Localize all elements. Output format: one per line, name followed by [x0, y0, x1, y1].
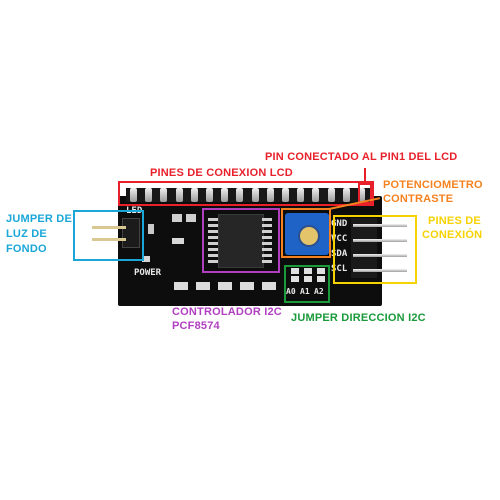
- header-pin: [221, 188, 229, 202]
- header-pin: [236, 188, 244, 202]
- power-silk-label: POWER: [134, 268, 162, 278]
- header-pin: [175, 188, 183, 202]
- lcd-pins-label: PINES DE CONEXION LCD: [150, 167, 293, 179]
- address-silk-label: A1: [300, 287, 310, 296]
- chip-leg: [262, 248, 272, 251]
- address-silk-labels: A0 A1 A2: [286, 287, 328, 299]
- address-silk-label: A0: [286, 287, 296, 296]
- potentiometer-knob: [298, 225, 320, 247]
- chip-leg: [208, 254, 218, 257]
- pin1-label: PIN CONECTADO AL PIN1 DEL LCD: [265, 151, 458, 163]
- chip-leg: [262, 230, 272, 233]
- header-pin: [145, 188, 153, 202]
- address-silk-label: A2: [314, 287, 324, 296]
- header-pin: [342, 188, 350, 202]
- potentiometer-label-line1: POTENCIOMETRO: [383, 179, 483, 191]
- smd-component: [148, 224, 154, 234]
- header-pin: [190, 188, 198, 202]
- connection-pins-label-line2: CONEXIÓN: [422, 229, 483, 241]
- header-pin: [160, 188, 168, 202]
- address-pad: [304, 268, 312, 274]
- chip-legs: [208, 216, 272, 264]
- connection-pins-highlight-box: [333, 215, 417, 284]
- header-pin: [312, 188, 320, 202]
- smd-component: [172, 214, 182, 222]
- address-pad: [291, 268, 299, 274]
- connection-pins-label: PINES DE CONEXIÓN: [422, 214, 482, 242]
- backlight-highlight-box: [73, 210, 144, 261]
- i2c-pin: [353, 224, 407, 227]
- solder-pad: [240, 282, 254, 290]
- backlight-label-line1: JUMPER DE: [6, 213, 72, 225]
- i2c-pins: GND VCC SDA SCL: [331, 218, 411, 282]
- chip-leg: [208, 248, 218, 251]
- i2c-pin: [353, 269, 407, 272]
- chip-leg: [262, 236, 272, 239]
- chip-leg: [208, 230, 218, 233]
- solder-pad: [174, 282, 188, 290]
- chip-leg: [262, 218, 272, 221]
- pin1-pointer-line: [364, 168, 366, 184]
- address-pad: [317, 276, 325, 282]
- chip-leg: [208, 260, 218, 263]
- header-pin: [130, 188, 137, 202]
- header-pin: [206, 188, 213, 202]
- jumper-pin: [92, 238, 126, 241]
- i2c-header: [351, 218, 377, 278]
- potentiometer-label: POTENCIOMETRO CONTRASTE: [383, 178, 483, 206]
- lcd-pin-header: [126, 188, 372, 202]
- smd-component: [186, 214, 196, 222]
- chip-leg: [262, 254, 272, 257]
- chip-leg: [262, 224, 272, 227]
- i2c-pin-label: SDA: [331, 249, 348, 259]
- pcf8574-chip: [218, 214, 264, 268]
- controller-label: CONTROLADOR I2C PCF8574: [172, 305, 282, 333]
- header-pin: [266, 188, 274, 202]
- pin1-highlight-box: [358, 183, 372, 204]
- connection-pins-label-line1: PINES DE: [428, 215, 481, 227]
- controller-label-line2: PCF8574: [172, 320, 220, 332]
- potentiometer-highlight-box: [281, 208, 331, 258]
- backlight-label-line3: FONDO: [6, 243, 47, 255]
- address-pads: [287, 268, 327, 284]
- backlight-label-line2: LUZ DE: [6, 228, 47, 240]
- header-pin: [327, 188, 335, 202]
- address-pad: [291, 276, 299, 282]
- controller-highlight-box: [202, 208, 280, 273]
- address-highlight-box: [284, 265, 330, 303]
- backlight-jumper: [122, 218, 140, 248]
- lcd-pins-highlight-box: [118, 181, 374, 206]
- backlight-label: JUMPER DE LUZ DE FONDO: [6, 212, 72, 257]
- address-pad: [317, 268, 325, 274]
- chip-leg: [208, 218, 218, 221]
- header-pin: [251, 188, 259, 202]
- chip-leg: [208, 224, 218, 227]
- smd-component: [172, 238, 184, 244]
- solder-pad: [262, 282, 276, 290]
- chip-leg: [208, 236, 218, 239]
- bottom-pads: [174, 282, 284, 294]
- chip-leg: [262, 260, 272, 263]
- header-pin: [297, 188, 305, 202]
- header-pin: [282, 188, 289, 202]
- header-pin: [358, 188, 365, 202]
- power-led: [142, 256, 150, 262]
- jumper-pin: [92, 226, 126, 229]
- address-pad: [304, 276, 312, 282]
- i2c-pin: [353, 239, 407, 242]
- i2c-pin-label: VCC: [331, 234, 348, 244]
- i2c-pin: [353, 254, 407, 257]
- solder-pad: [218, 282, 232, 290]
- address-jumper-label: JUMPER DIRECCION I2C: [291, 312, 426, 324]
- chip-leg: [262, 242, 272, 245]
- chip-leg: [208, 242, 218, 245]
- i2c-pin-label: SCL: [331, 264, 348, 274]
- controller-label-line1: CONTROLADOR I2C: [172, 306, 282, 318]
- solder-pad: [196, 282, 210, 290]
- i2c-pin-label: GND: [331, 219, 348, 229]
- lcd-pin-row: [126, 186, 372, 204]
- potentiometer-label-line2: CONTRASTE: [383, 193, 454, 205]
